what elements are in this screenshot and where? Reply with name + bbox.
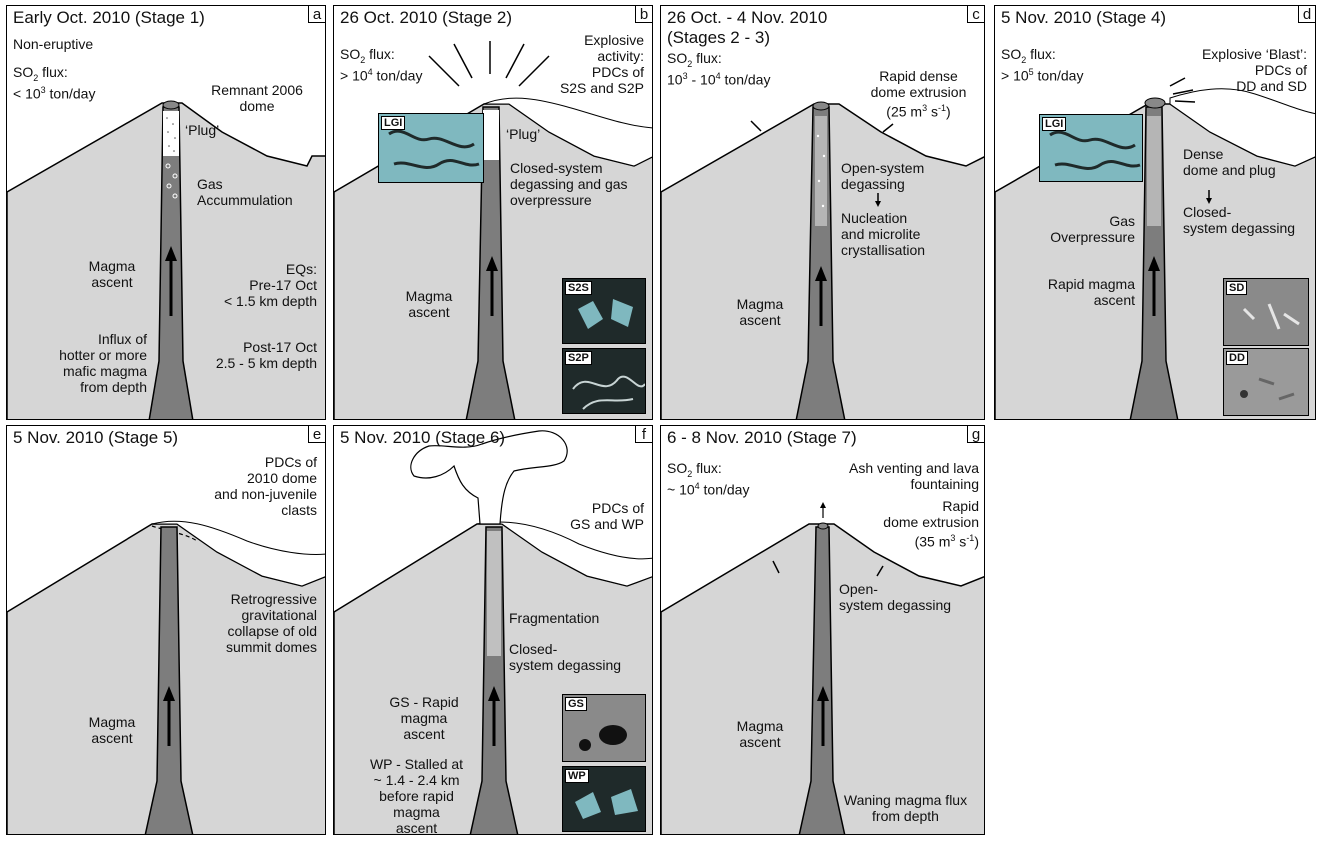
so2-flux-value: > 105 ton/day bbox=[1001, 67, 1084, 84]
s2p-micrograph: S2P bbox=[562, 348, 646, 414]
panel-tag: a bbox=[308, 6, 325, 23]
dd-micrograph: DD bbox=[1223, 348, 1309, 416]
panel-title: 26 Oct. 2010 (Stage 2) bbox=[340, 8, 512, 27]
panel-tag: c bbox=[967, 6, 984, 23]
panel-c: 26 Oct. - 4 Nov. 2010 (Stages 2 - 3) c S… bbox=[660, 5, 985, 420]
sd-micrograph: SD bbox=[1223, 278, 1309, 346]
panel-title: Early Oct. 2010 (Stage 1) bbox=[13, 8, 205, 27]
panel-subtitle: (Stages 2 - 3) bbox=[667, 28, 770, 47]
so2-flux-label: SO2 flux: bbox=[667, 50, 722, 69]
panel-tag: g bbox=[967, 426, 984, 443]
open-system-label: Open-system degassing bbox=[839, 581, 952, 613]
so2-flux-label: SO2 flux: bbox=[1001, 46, 1056, 65]
panel-tag: b bbox=[635, 6, 652, 23]
panel-b: 26 Oct. 2010 (Stage 2) b SO2 flux: > 104… bbox=[333, 5, 653, 420]
closed-system-label: Closed-system degassing bbox=[1183, 204, 1296, 236]
so2-flux-label: SO2 flux: bbox=[340, 46, 395, 65]
gs-micrograph: GS bbox=[562, 694, 646, 762]
panel-title: 26 Oct. - 4 Nov. 2010 bbox=[667, 8, 828, 27]
so2-flux-label: SO2 flux: bbox=[13, 64, 68, 83]
volcano-illustration bbox=[661, 101, 984, 419]
volcano-illustration bbox=[661, 502, 984, 834]
so2-flux-label: SO2 flux: bbox=[667, 460, 722, 479]
status-label: Non-eruptive bbox=[13, 36, 94, 52]
volcano-illustration bbox=[7, 100, 325, 419]
closed-system-label: Closed-system degassing bbox=[509, 641, 622, 673]
plug-label: ‘Plug’ bbox=[185, 122, 220, 138]
s2s-micrograph: S2S bbox=[562, 278, 646, 344]
panel-title: 5 Nov. 2010 (Stage 4) bbox=[1001, 8, 1167, 27]
so2-flux-value: > 104 ton/day bbox=[340, 67, 423, 84]
panel-g: 6 - 8 Nov. 2010 (Stage 7) g SO2 flux: ~ … bbox=[660, 425, 985, 835]
fragmentation-label: Fragmentation bbox=[509, 610, 600, 626]
panel-tag: f bbox=[635, 426, 652, 443]
panel-d: 5 Nov. 2010 (Stage 4) d SO2 flux: > 105 … bbox=[994, 5, 1316, 420]
eq-label: EQs:Pre-17 Oct< 1.5 km depth bbox=[223, 261, 317, 309]
panel-title: 5 Nov. 2010 (Stage 5) bbox=[13, 428, 179, 447]
panel-tag: e bbox=[308, 426, 325, 443]
panel-title: 5 Nov. 2010 (Stage 6) bbox=[340, 428, 506, 447]
so2-flux-value: 103 - 104 ton/day bbox=[667, 71, 771, 88]
so2-flux-value: ~ 104 ton/day bbox=[667, 481, 750, 498]
so2-flux-value: < 103 ton/day bbox=[13, 85, 96, 102]
panel-title: 6 - 8 Nov. 2010 (Stage 7) bbox=[667, 428, 857, 447]
lgi-micrograph: LGI bbox=[1039, 114, 1143, 182]
wp-micrograph: WP bbox=[562, 766, 646, 832]
volcano-illustration bbox=[7, 520, 325, 834]
panel-a: Early Oct. 2010 (Stage 1) a Non-eruptive… bbox=[6, 5, 326, 420]
panel-tag: d bbox=[1298, 6, 1315, 23]
plug-label: ‘Plug’ bbox=[506, 126, 541, 142]
lgi-micrograph: LGI bbox=[378, 113, 484, 183]
